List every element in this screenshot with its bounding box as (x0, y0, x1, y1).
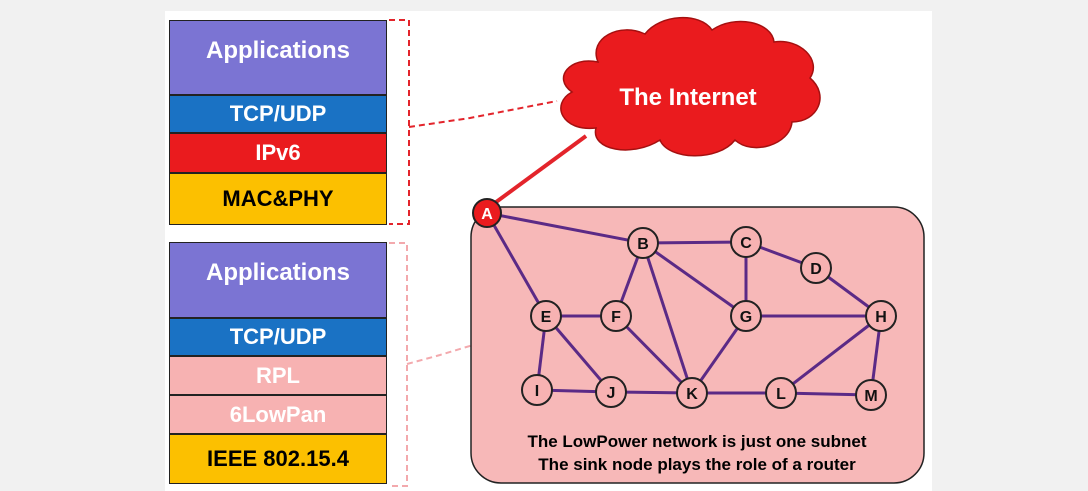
node-h: H (865, 300, 897, 332)
sink-uplink (486, 134, 588, 210)
node-circle (627, 227, 659, 259)
node-circle (730, 226, 762, 258)
node-circle (600, 300, 632, 332)
node-circle (865, 300, 897, 332)
layer-label: IEEE 802.15.4 (207, 446, 349, 471)
lowpower-connector-line (406, 344, 474, 365)
node-label: L (776, 386, 786, 403)
node-m: M (855, 379, 887, 411)
node-label: J (607, 385, 616, 402)
internet-stack-network-layer: IPv6 (169, 133, 387, 173)
node-label: H (875, 309, 887, 326)
node-label: I (535, 383, 539, 400)
layer-label: 6LowPan (229, 401, 327, 427)
node-circle (855, 379, 887, 411)
node-circle (730, 300, 762, 332)
node-circle (521, 374, 553, 406)
node-l: L (765, 377, 797, 409)
node-label: G (740, 309, 752, 326)
edge-f-k (614, 314, 694, 395)
node-label: K (686, 386, 698, 403)
node-e: E (530, 300, 562, 332)
node-label: A (481, 206, 493, 223)
node-circle (530, 300, 562, 332)
internet-stack-applications-layer: Applications (169, 20, 387, 95)
edge-b-k (641, 242, 694, 394)
page-margin (932, 11, 1088, 491)
node-label: M (864, 388, 877, 405)
node-i: I (521, 374, 553, 406)
node-g: G (730, 300, 762, 332)
node-circle (676, 377, 708, 409)
node-a: A (472, 198, 502, 228)
node-label: B (637, 236, 649, 253)
edge-a-e (485, 212, 548, 317)
network-caption-line-2: The sink node plays the role of a router (538, 455, 856, 474)
node-c: C (730, 226, 762, 258)
internet-cloud: The Internet (560, 17, 821, 157)
node-k: K (676, 377, 708, 409)
layer-label: Applications (205, 259, 350, 286)
network-caption-line-1: The LowPower network is just one subnet (527, 432, 867, 451)
layer-label: Applications (205, 37, 350, 64)
cloud-shape (560, 17, 821, 157)
sink-node-circle (472, 198, 502, 228)
layer-label: RPL (256, 362, 300, 388)
node-d: D (800, 252, 832, 284)
node-b: B (627, 227, 659, 259)
cloud-label: The Internet (619, 84, 756, 111)
network-nodes: A B C D E F G H I J K L M (472, 198, 897, 411)
lowpower-stack-transport-layer: TCP/UDP (169, 318, 387, 356)
node-circle (765, 377, 797, 409)
node-circle (800, 252, 832, 284)
internet-stack-link-layer: MAC&PHY (169, 173, 387, 225)
edge-h-l (780, 314, 882, 395)
layer-label: TCP/UDP (229, 324, 327, 349)
lowpower-stack-adaptation-layer: 6LowPan (169, 395, 387, 434)
internet-connector-line (408, 100, 558, 128)
node-label: F (611, 309, 621, 326)
network-caption: The LowPower network is just one subnet … (470, 430, 924, 476)
edge-a-b (486, 211, 644, 245)
node-label: D (810, 261, 822, 278)
edge-b-c (642, 240, 747, 245)
node-label: E (541, 309, 552, 326)
lowpower-stack-bracket (389, 242, 408, 487)
node-circle (595, 376, 627, 408)
layer-label: MAC&PHY (222, 186, 334, 211)
edge-e-j (544, 315, 613, 393)
lowpower-stack-applications-layer: Applications (169, 242, 387, 318)
layer-label: IPv6 (255, 140, 301, 165)
lowpower-stack-routing-layer: RPL (169, 356, 387, 395)
internet-stack-transport-layer: TCP/UDP (169, 95, 387, 133)
node-j: J (595, 376, 627, 408)
node-label: C (740, 235, 752, 252)
lowpower-stack-link-layer: IEEE 802.15.4 (169, 434, 387, 484)
edge-b-g (642, 241, 747, 318)
internet-stack-bracket (389, 19, 410, 225)
layer-label: TCP/UDP (229, 101, 327, 126)
node-f: F (600, 300, 632, 332)
